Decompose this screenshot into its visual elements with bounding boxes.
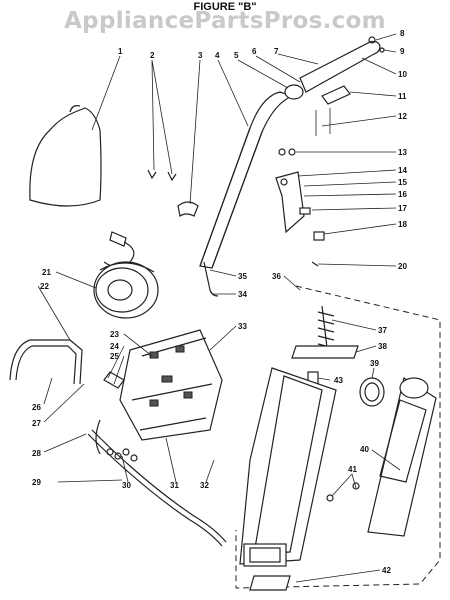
callout-33: 33 — [238, 322, 247, 331]
callout-11: 11 — [398, 92, 407, 101]
callout-15: 15 — [398, 178, 407, 187]
callout-35: 35 — [238, 272, 247, 281]
callout-36: 36 — [272, 272, 281, 281]
callout-29: 29 — [32, 478, 41, 487]
part-bag-housing-36 — [235, 285, 441, 589]
callout-21: 21 — [42, 268, 51, 277]
part-base-plate — [103, 329, 223, 441]
part-clips-2-3 — [147, 169, 199, 217]
callout-9: 9 — [400, 47, 405, 56]
callout-3: 3 — [198, 51, 203, 60]
part-ring-39 — [359, 377, 385, 407]
figure-title: FIGURE "B" — [193, 1, 257, 13]
callout-23: 23 — [110, 330, 119, 339]
callout-20: 20 — [398, 262, 407, 271]
callout-43: 43 — [334, 376, 343, 385]
callout-14: 14 — [398, 166, 407, 175]
callout-26: 26 — [32, 403, 41, 412]
callout-5: 5 — [234, 51, 239, 60]
part-screws-41 — [326, 482, 360, 502]
callout-24: 24 — [110, 342, 119, 351]
callout-numbers: 1 2 3 4 5 6 7 8 9 10 11 12 13 14 15 16 1… — [32, 29, 407, 575]
callout-1: 1 — [118, 47, 123, 56]
callout-41: 41 — [348, 465, 357, 474]
watermark-text: AppliancePartsPros.com — [64, 8, 386, 34]
callout-17: 17 — [398, 204, 407, 213]
callout-13: 13 — [398, 148, 407, 157]
callout-22: 22 — [40, 282, 49, 291]
part-cover-40 — [367, 377, 437, 537]
callout-2: 2 — [150, 51, 155, 60]
callout-37: 37 — [378, 326, 387, 335]
leader-lines — [37, 33, 401, 583]
part-motor-21 — [93, 261, 159, 319]
callout-8: 8 — [400, 29, 405, 38]
part-bail-22 — [9, 339, 83, 385]
callout-39: 39 — [370, 359, 379, 368]
part-upper-handle — [284, 36, 385, 136]
callout-31: 31 — [170, 481, 179, 490]
callout-12: 12 — [398, 112, 407, 121]
callout-25: 25 — [110, 352, 119, 361]
callout-7: 7 — [274, 47, 279, 56]
callout-16: 16 — [398, 190, 407, 199]
callout-10: 10 — [398, 70, 407, 79]
callout-32: 32 — [200, 481, 209, 490]
callout-40: 40 — [360, 445, 369, 454]
callout-6: 6 — [252, 47, 257, 56]
part-bar-38 — [291, 345, 359, 359]
part-screws-30 — [106, 448, 138, 462]
part-pad-42 — [249, 575, 291, 591]
callout-18: 18 — [398, 220, 407, 229]
part-bag-housing — [239, 367, 337, 567]
callout-30: 30 — [122, 481, 131, 490]
callout-27: 27 — [32, 419, 41, 428]
callout-38: 38 — [378, 342, 387, 351]
callout-42: 42 — [382, 566, 391, 575]
part-hinge-bracket — [275, 148, 325, 267]
callout-28: 28 — [32, 449, 41, 458]
callout-34: 34 — [238, 290, 247, 299]
callout-4: 4 — [215, 51, 220, 60]
part-bag-1 — [29, 105, 102, 207]
